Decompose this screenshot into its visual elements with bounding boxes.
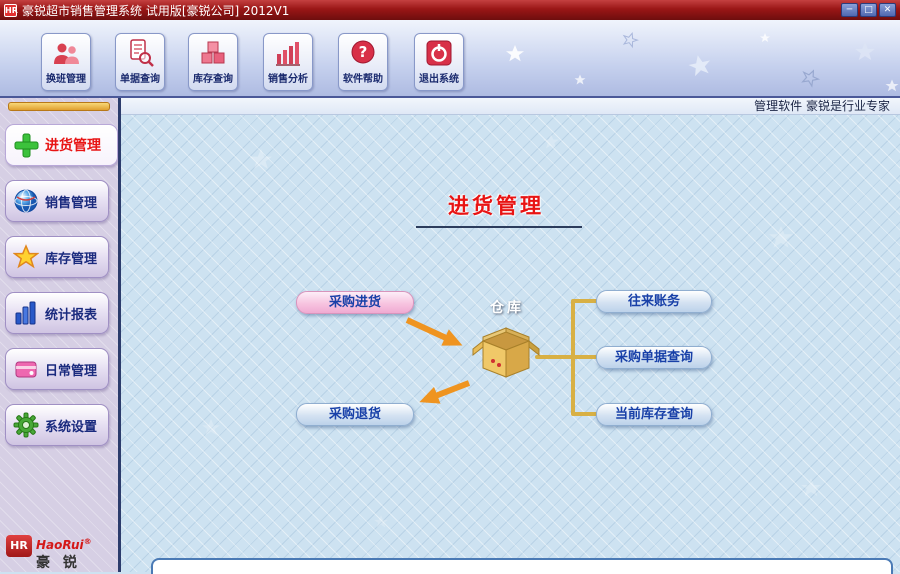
close-button[interactable]: ✕ [879,3,896,17]
sidebar-item-label: 销售管理 [45,195,98,211]
warehouse-label: 仓库 [490,300,524,316]
toolbar-button-label: 换班管理 [46,74,86,85]
plus-icon [13,132,39,158]
daily-icon [13,356,39,382]
haorui-logo-icon: HR [6,535,32,557]
globe-icon [13,188,39,214]
sidebar-item-label: 统计报表 [45,307,98,323]
maximize-button[interactable]: □ [860,3,877,17]
toolbar-button-shift-management[interactable]: 换班管理 [41,33,91,91]
toolbar-button-label: 单据查询 [120,74,160,85]
sidebar-item-label: 库存管理 [45,251,98,267]
sidebar: 进货管理 销售管理 [0,98,118,572]
haorui-logo: HR HaoRui® 豪 锐 [6,535,92,572]
toolbar-button-document-query[interactable]: 单据查询 [115,33,165,91]
sidebar-item-label: 日常管理 [45,363,98,379]
stock-search-icon [198,36,228,70]
sidebar-item-purchase-management[interactable]: 进货管理 [5,124,118,166]
toolbar-button-stock-query[interactable]: 库存查询 [188,33,238,91]
purchase-return-button[interactable]: 采购退货 [296,403,414,426]
page-title: 进货管理 [448,194,544,218]
current-stock-query-button[interactable]: 当前库存查询 [596,403,712,426]
accounts-button[interactable]: 往来账务 [596,290,712,313]
shift-change-icon [51,36,81,70]
sidebar-menu: 进货管理 销售管理 [0,124,118,460]
main-content: 管理软件 豪锐是行业专家 进货管理 采购进货 采购退货 往来账务 采购单据查询 … [118,98,900,574]
sidebar-item-system-settings[interactable]: 系统设置 [5,404,109,446]
gear-icon [13,412,39,438]
tagline: 管理软件 豪锐是行业专家 [121,98,900,115]
svg-text:?: ? [359,43,368,61]
titlebar: HR 豪锐超市销售管理系统 试用版[豪锐公司] 2012V1 ─ □ ✕ [0,0,900,20]
haorui-logo-text: HaoRui® 豪 锐 [36,537,92,571]
star-icon [12,244,40,270]
warehouse-icon [471,319,541,383]
document-search-icon [125,36,155,70]
toolbar-button-exit[interactable]: 退出系统 [414,33,464,91]
sidebar-accent-bar [8,102,110,111]
minimize-button[interactable]: ─ [841,3,858,17]
help-icon: ? [348,36,378,70]
sidebar-item-statistics-reports[interactable]: 统计报表 [5,292,109,334]
toolbar-button-label: 退出系统 [419,74,459,85]
purchase-doc-query-button[interactable]: 采购单据查询 [596,346,712,369]
toolbar-button-label: 销售分析 [268,74,308,85]
toolbar: 换班管理 单据查询 库存查询 [0,20,900,98]
toolbar-button-label: 库存查询 [193,74,233,85]
window-title: 豪锐超市销售管理系统 试用版[豪锐公司] 2012V1 [22,3,290,18]
sales-analysis-icon [273,36,303,70]
sidebar-item-inventory-management[interactable]: 库存管理 [5,236,109,278]
toolbar-button-label: 软件帮助 [343,74,383,85]
star-decorations [506,30,899,92]
sidebar-item-daily-management[interactable]: 日常管理 [5,348,109,390]
app-logo-icon: HR [4,3,18,17]
sidebar-item-sales-management[interactable]: 销售管理 [5,180,109,222]
exit-icon [424,36,454,70]
window-controls: ─ □ ✕ [841,3,896,17]
bottom-panel [151,558,893,574]
report-chart-icon [13,300,39,326]
page-title-underline [416,226,582,228]
purchase-in-button[interactable]: 采购进货 [296,291,414,314]
sidebar-item-label: 系统设置 [45,419,98,435]
toolbar-button-sales-analysis[interactable]: 销售分析 [263,33,313,91]
toolbar-button-help[interactable]: ? 软件帮助 [338,33,388,91]
sidebar-item-label: 进货管理 [45,138,101,154]
